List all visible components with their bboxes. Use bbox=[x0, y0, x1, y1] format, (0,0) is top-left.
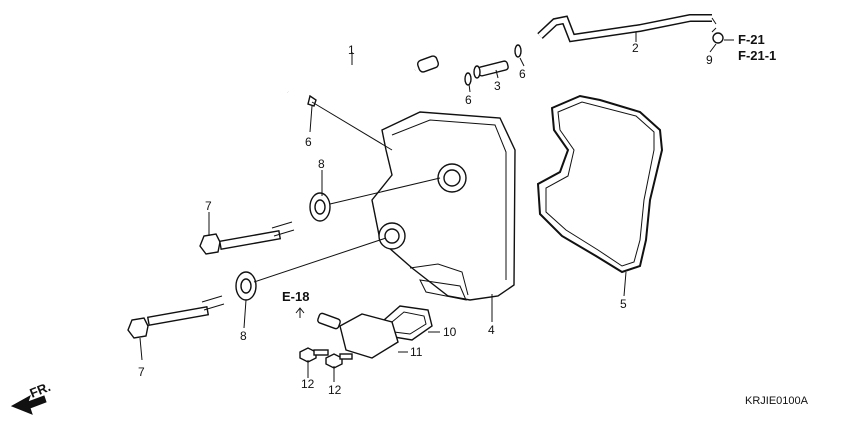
ref-f21-1: F-21-1 bbox=[738, 48, 776, 63]
label-part-9: 9 bbox=[706, 53, 713, 67]
front-label: FR. bbox=[28, 379, 53, 401]
label-part-5: 5 bbox=[620, 297, 627, 311]
label-part-8-lower: 8 bbox=[240, 329, 247, 343]
label-part-12-a: 12 bbox=[301, 377, 315, 391]
bolt-12-b bbox=[325, 353, 353, 369]
label-part-10: 10 bbox=[443, 325, 457, 339]
ref-e18: E-18 bbox=[282, 289, 309, 304]
label-part-1: 1 bbox=[348, 43, 355, 57]
bolt-7-lower bbox=[127, 295, 225, 339]
label-part-3: 3 bbox=[494, 79, 501, 93]
label-part-2: 2 bbox=[632, 41, 639, 55]
label-part-4: 4 bbox=[488, 323, 495, 337]
ref-f21: F-21 bbox=[738, 32, 765, 47]
breather-tube-2 bbox=[537, 14, 717, 43]
head-cover-4 bbox=[371, 111, 516, 301]
leader-lines bbox=[139, 32, 717, 382]
seal-8-lower bbox=[235, 271, 257, 301]
front-arrow-icon bbox=[10, 394, 47, 415]
bolt-12-a bbox=[299, 347, 329, 363]
plate-11 bbox=[317, 312, 399, 359]
ref-e18-arrow bbox=[295, 307, 305, 318]
label-part-8-upper: 8 bbox=[318, 157, 325, 171]
diagram-code: KRJIE0100A bbox=[745, 395, 809, 407]
connector-3 bbox=[473, 60, 509, 79]
label-part-6-b: 6 bbox=[519, 67, 526, 81]
label-part-12-b: 12 bbox=[328, 383, 342, 397]
clip-6-top bbox=[307, 44, 522, 107]
label-part-7-upper: 7 bbox=[205, 199, 212, 213]
clip-9 bbox=[711, 27, 724, 44]
label-part-6-a: 6 bbox=[465, 93, 472, 107]
breather-hose-1 bbox=[250, 50, 440, 95]
label-part-6-c: 6 bbox=[305, 135, 312, 149]
seal-8-upper bbox=[309, 192, 331, 222]
gasket-5 bbox=[536, 94, 664, 274]
bolt-7-upper bbox=[199, 221, 295, 255]
label-part-11: 11 bbox=[410, 345, 423, 359]
label-part-7-lower: 7 bbox=[138, 365, 145, 379]
